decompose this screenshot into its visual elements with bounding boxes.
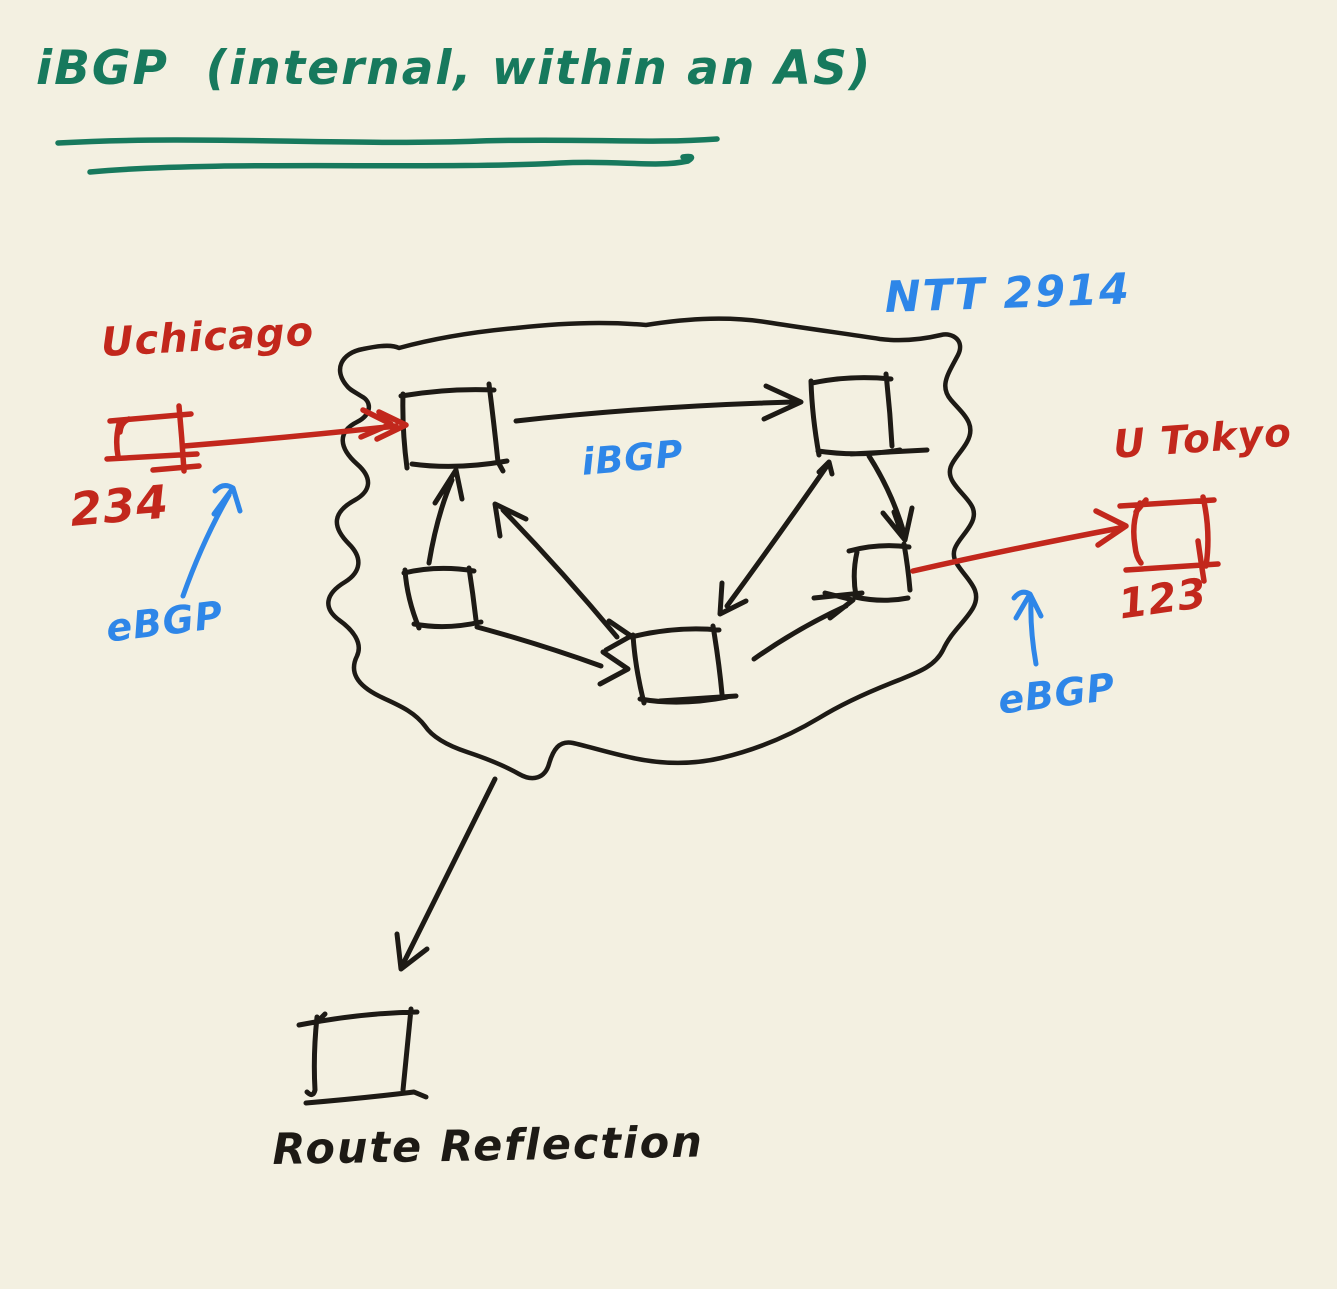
route-reflection-label: Route Reflection bbox=[271, 1117, 705, 1175]
uchicago-ebgp-arrow bbox=[181, 407, 409, 449]
utokyo-ebgp-arrow bbox=[910, 508, 1129, 574]
ebgp-pointer-right bbox=[1011, 589, 1044, 667]
ebgp-pointer-left bbox=[180, 483, 243, 599]
route-reflector-box bbox=[296, 1006, 429, 1106]
ibgp-arrow-topright-to-midright bbox=[866, 453, 915, 543]
page-title: iBGP (internal, within an AS) bbox=[36, 41, 873, 96]
uchicago-asn-label: 234 bbox=[67, 474, 172, 537]
router-box-midright bbox=[811, 541, 913, 603]
as-name-label: NTT 2914 bbox=[883, 264, 1132, 323]
utokyo-router-box bbox=[1117, 494, 1221, 584]
router-box-bottom bbox=[628, 623, 739, 706]
ibgp-arrow-bottom-to-midright bbox=[751, 590, 856, 662]
ibgp-arrow-bottom-to-topleft bbox=[492, 501, 620, 640]
as-cloud-outline bbox=[326, 316, 979, 781]
ibgp-arrow-topright-to-bottom bbox=[717, 459, 835, 617]
uchicago-label: Uchicago bbox=[99, 308, 316, 366]
router-box-midleft bbox=[401, 565, 484, 631]
ibgp-arrow-midleft-to-bottom bbox=[474, 618, 634, 687]
uchicago-router-box bbox=[104, 403, 202, 474]
route-reflection-arrow bbox=[394, 776, 498, 972]
ibgp-arrow-midleft-to-topleft bbox=[426, 467, 465, 566]
ibgp-arrow-topleft-to-topright bbox=[513, 383, 804, 424]
router-box-topleft bbox=[398, 381, 510, 474]
router-box-topright bbox=[808, 371, 930, 458]
title-underline bbox=[55, 136, 720, 175]
ibgp-session-label: iBGP bbox=[579, 432, 686, 484]
